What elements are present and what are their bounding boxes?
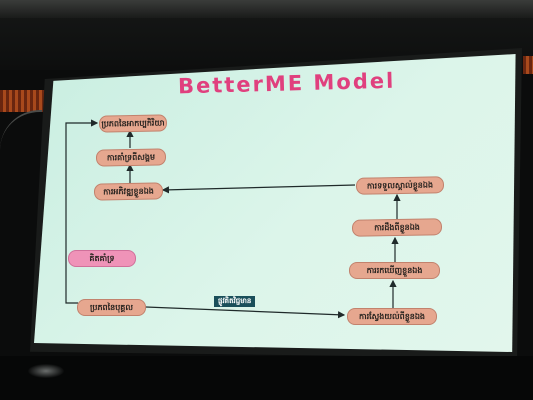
node-third-left: ការអភិវឌ្ឍខ្លួនឯង (93, 182, 164, 201)
node-second-left: ការគាំទ្រពីសង្គម (95, 148, 167, 167)
floor (0, 356, 533, 400)
stage-light (523, 56, 533, 74)
ceiling (0, 0, 533, 18)
node-bottom-left: ប្រភពនៃបុគ្គល (77, 299, 146, 316)
connector (145, 306, 346, 319)
edge-label: ផ្លូវគិតវិជ្ជមាន (214, 296, 256, 307)
connector (161, 184, 356, 194)
node-top-left: ប្រភពនៃអាកប្បកិរិយា (98, 114, 168, 133)
floor-light (28, 364, 64, 378)
node-right-bottom: ការស្វែងយល់ពីខ្លួនឯង (347, 308, 437, 325)
node-right-top: ការទទួលស្គាល់ខ្លួនឯង (355, 176, 445, 195)
node-right-third: ការរកឃើញខ្លួនឯង (349, 262, 440, 279)
node-right-second: ការដឹងពីខ្លួនឯង (351, 218, 443, 237)
node-pink-label: គិតគាំទ្រ (68, 250, 136, 267)
stage-light (0, 90, 52, 112)
connector (65, 119, 99, 304)
